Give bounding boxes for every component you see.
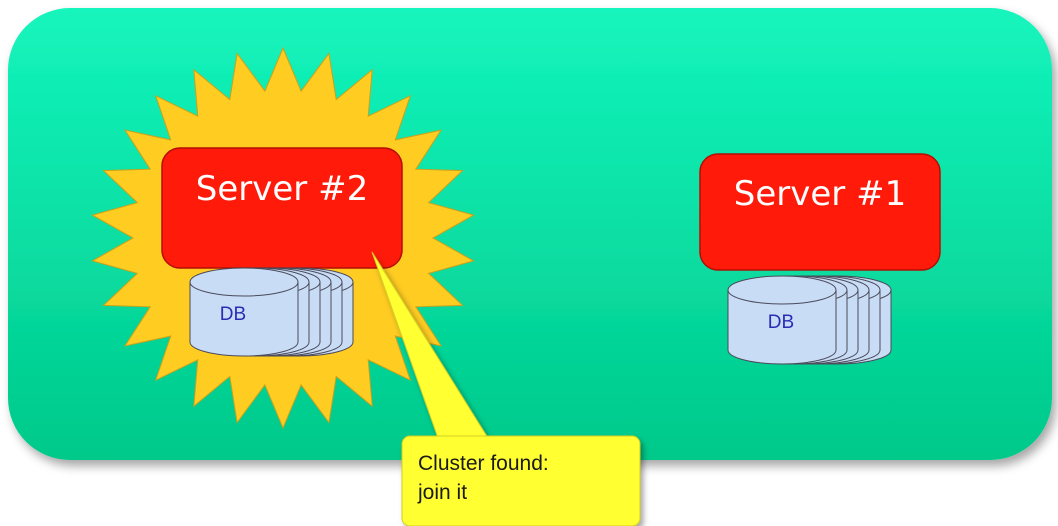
db-cylinder-top bbox=[728, 276, 836, 304]
callout-line-1: Cluster found: bbox=[418, 452, 549, 475]
server-1-db-label: DB bbox=[768, 312, 794, 333]
server-2-database bbox=[190, 268, 353, 356]
server-2-node[interactable]: Server #2 bbox=[162, 148, 402, 268]
server-1-node[interactable]: Server #1 bbox=[700, 154, 940, 270]
server-2-db-label: DB bbox=[220, 304, 246, 325]
server-2-label: Server #2 bbox=[196, 169, 368, 209]
server-1-database bbox=[728, 276, 891, 364]
server-1-label: Server #1 bbox=[734, 174, 906, 214]
db-cylinder-top bbox=[190, 268, 298, 296]
callout-line-2: join it bbox=[417, 481, 467, 504]
